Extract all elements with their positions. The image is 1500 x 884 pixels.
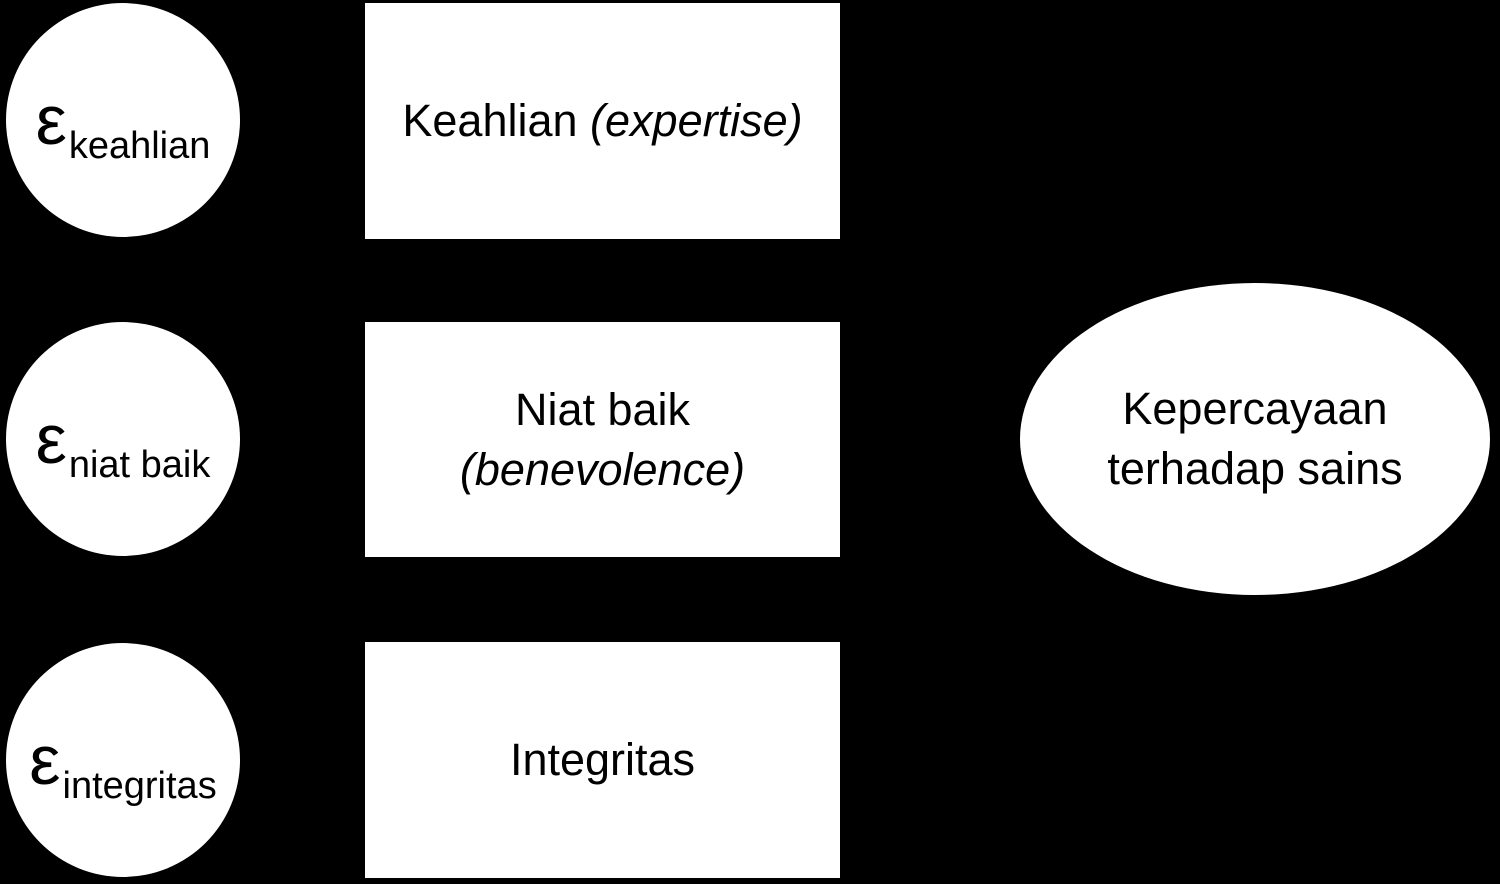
error-circle-niat-baik: ε niat baik (6, 322, 240, 556)
error-circle-keahlian: ε keahlian (6, 3, 240, 237)
epsilon-subscript: integritas (62, 765, 217, 807)
epsilon-subscript: niat baik (68, 444, 211, 486)
epsilon-subscript: keahlian (68, 125, 211, 167)
epsilon-symbol: ε (35, 400, 67, 478)
error-label: ε integritas (29, 721, 216, 805)
indicator-text: Niat baik (514, 383, 691, 435)
indicator-label: Niat baik (benevolence) (460, 380, 745, 500)
error-label: ε keahlian (35, 81, 211, 165)
error-circle-integritas: ε integritas (6, 643, 240, 877)
epsilon-symbol: ε (29, 721, 61, 799)
indicator-box-keahlian: Keahlian (expertise) (365, 3, 840, 239)
indicator-label: Keahlian (expertise) (402, 91, 802, 151)
indicator-box-integritas: Integritas (365, 642, 840, 878)
indicator-text-italic: (expertise) (590, 95, 803, 146)
latent-label-line2: terhadap sains (1107, 443, 1403, 494)
error-label: ε niat baik (35, 400, 211, 484)
indicator-text-italic: (benevolence) (459, 443, 746, 495)
indicator-label: Integritas (510, 730, 695, 790)
epsilon-symbol: ε (35, 81, 67, 159)
indicator-box-niat-baik: Niat baik (benevolence) (365, 322, 840, 557)
indicator-text: Integritas (509, 734, 696, 785)
latent-label-line1: Kepercayaan (1122, 383, 1388, 434)
latent-ellipse-kepercayaan: Kepercayaan terhadap sains (1020, 283, 1490, 595)
indicator-text: Keahlian (402, 95, 591, 146)
